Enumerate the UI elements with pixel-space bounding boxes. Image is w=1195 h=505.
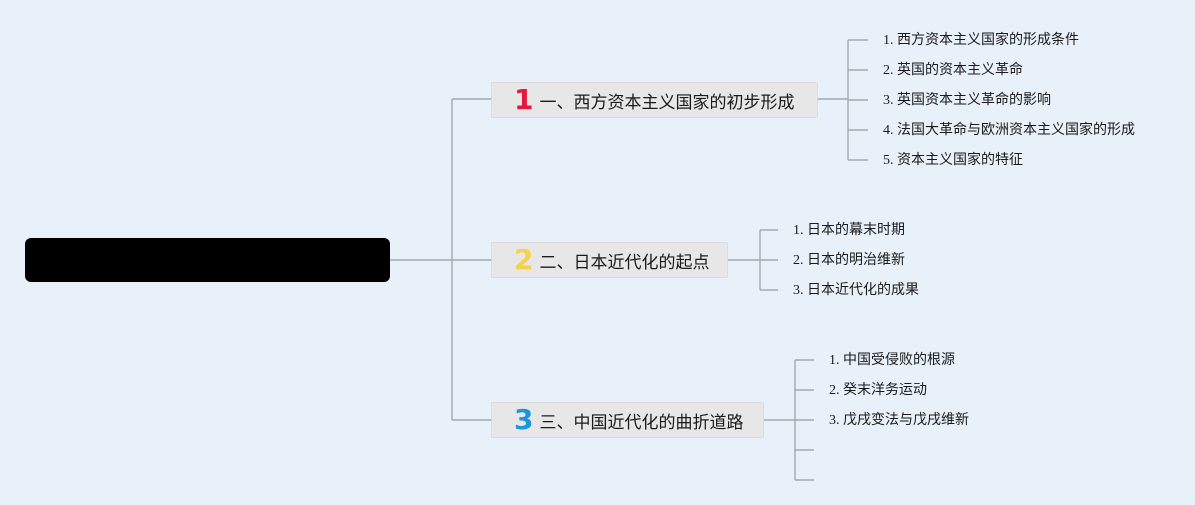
branch-3-item-3[interactable]: 3. 戊戌变法与戊戌维新: [829, 413, 969, 428]
branch-label-1: 一、西方资本主义国家的初步形成: [539, 92, 795, 113]
branch-2-item-3[interactable]: 3. 日本近代化的成果: [793, 283, 919, 298]
branch-number-3: 3: [514, 403, 534, 436]
branch-number-2: 2: [514, 243, 534, 276]
branch-1-item-1[interactable]: 1. 西方资本主义国家的形成条件: [883, 33, 1079, 48]
branch-label-2: 二、日本近代化的起点: [539, 252, 710, 273]
branch-node-2[interactable]: 2 二、日本近代化的起点: [491, 242, 728, 278]
branch-1-item-4[interactable]: 4. 法国大革命与欧洲资本主义国家的形成: [883, 123, 1135, 138]
branch-2-item-1[interactable]: 1. 日本的幕末时期: [793, 223, 905, 238]
branch-3-item-2[interactable]: 2. 癸末洋务运动: [829, 383, 927, 398]
branch-1-item-2[interactable]: 2. 英国的资本主义革命: [883, 63, 1023, 78]
branch-node-3[interactable]: 3 三、中国近代化的曲折道路: [491, 402, 764, 438]
branch-number-1: 1: [514, 83, 534, 116]
branch-1-item-5[interactable]: 5. 资本主义国家的特征: [883, 153, 1023, 168]
branch-1-item-3[interactable]: 3. 英国资本主义革命的影响: [883, 93, 1051, 108]
branch-node-1[interactable]: 1 一、西方资本主义国家的初步形成: [491, 82, 818, 118]
branch-2-item-2[interactable]: 2. 日本的明治维新: [793, 253, 905, 268]
branch-label-3: 三、中国近代化的曲折道路: [539, 412, 744, 433]
root-node-redacted[interactable]: [25, 238, 390, 282]
branch-3-item-1[interactable]: 1. 中国受侵败的根源: [829, 353, 955, 368]
